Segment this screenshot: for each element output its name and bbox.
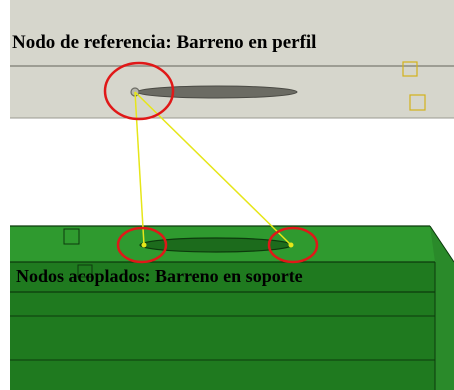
marker-square	[409, 94, 426, 111]
profile-face	[10, 0, 454, 118]
coupled-right-highlight-circle	[267, 226, 319, 264]
coupling-line	[134, 91, 145, 246]
reference-highlight-circle	[103, 61, 175, 121]
highlight-circles	[103, 61, 319, 264]
support-front-face	[10, 262, 435, 390]
coupled-left-highlight-circle	[116, 226, 168, 264]
reference-label: Nodo de referencia: Barreno en perfil	[12, 32, 317, 53]
profile-part	[10, 0, 454, 119]
coupled-label: Nodos acoplados: Barreno en soporte	[16, 266, 303, 286]
support-side-face	[430, 226, 454, 390]
support-part	[10, 225, 454, 390]
coupling-line	[134, 91, 292, 246]
profile-slot	[136, 85, 298, 99]
support-edge	[429, 225, 454, 263]
coupling-lines	[134, 91, 292, 246]
marker-square	[77, 264, 93, 278]
marker-square	[63, 228, 80, 245]
marker-square	[402, 61, 418, 77]
